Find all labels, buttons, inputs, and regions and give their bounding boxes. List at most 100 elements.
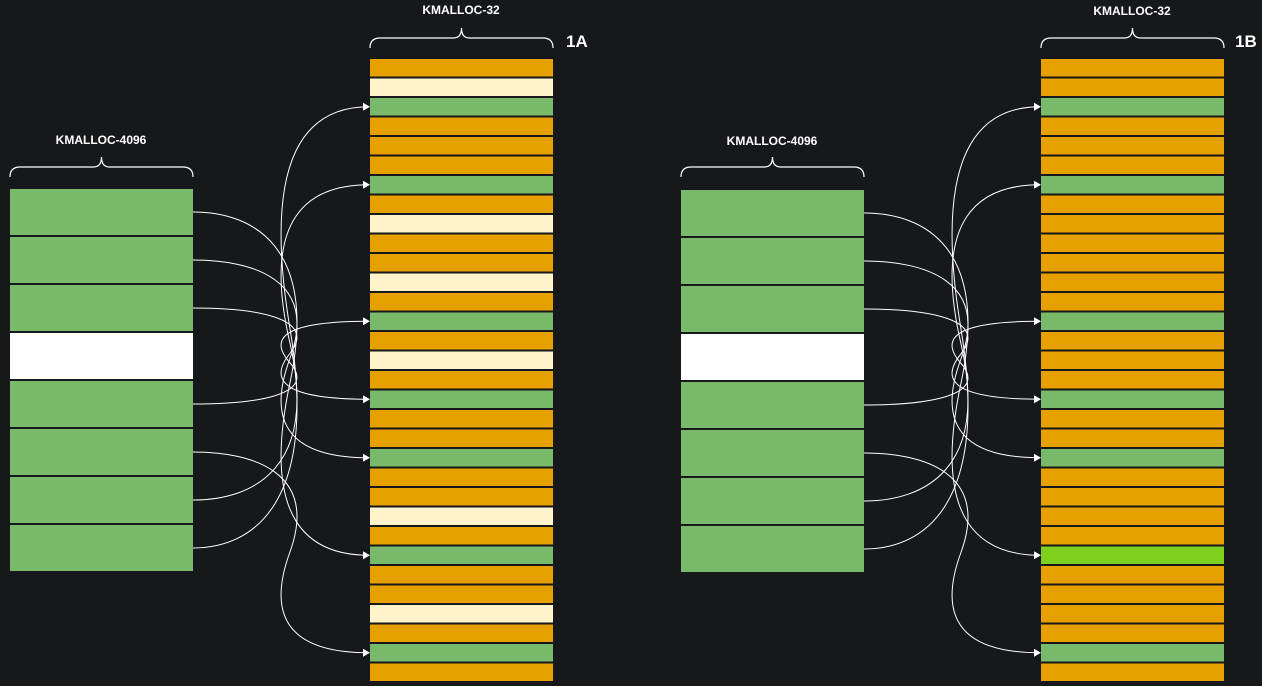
kmalloc-4096-slot: [681, 526, 864, 572]
kmalloc-32-slot: [370, 644, 553, 662]
kmalloc-32-slot: [1041, 254, 1224, 272]
kmalloc-32-slot: [1041, 312, 1224, 330]
kmalloc-32-slab: [1041, 59, 1224, 681]
kmalloc-32-slot: [1041, 176, 1224, 194]
pointer-arrow: [192, 451, 370, 657]
kmalloc-32-slot: [370, 527, 553, 545]
pointer-arrow: [192, 307, 370, 404]
kmalloc-32-brace: [1040, 27, 1225, 49]
kmalloc-32-slot: [1041, 98, 1224, 116]
kmalloc-32-slot: [1041, 59, 1224, 77]
kmalloc-32-slot: [370, 117, 553, 135]
kmalloc-32-slot: [1041, 273, 1224, 291]
kmalloc-32-slot: [1041, 624, 1224, 642]
kmalloc-32-slot: [370, 156, 553, 174]
kmalloc-4096-slot: [681, 190, 864, 236]
kmalloc-32-slot: [370, 449, 553, 467]
pointer-arrow: [192, 259, 370, 462]
kmalloc-32-slot: [1041, 293, 1224, 311]
kmalloc-32-slot: [1041, 429, 1224, 447]
kmalloc-32-slot: [1041, 195, 1224, 213]
kmalloc-32-slot: [370, 605, 553, 623]
kmalloc-32-label: KMALLOC-32: [1093, 4, 1171, 18]
pointer-arrow: [863, 212, 1041, 560]
kmalloc-32-slot: [1041, 371, 1224, 389]
pointer-arrow: [192, 180, 370, 501]
kmalloc-32-slot: [1041, 351, 1224, 369]
pointer-arrow: [192, 317, 370, 405]
kmalloc-32-slot: [370, 273, 553, 291]
kmalloc-32-slot: [370, 59, 553, 77]
kmalloc-4096-slot: [681, 238, 864, 284]
kmalloc-32-slot: [1041, 410, 1224, 428]
kmalloc-32-slot: [370, 351, 553, 369]
kmalloc-32-slot: [1041, 332, 1224, 350]
kmalloc-32-slot: [370, 410, 553, 428]
kmalloc-32-slot-highlighted: [1041, 546, 1224, 564]
panel-label: 1B: [1235, 32, 1257, 51]
kmalloc-32-slot: [1041, 234, 1224, 252]
kmalloc-4096-slot: [10, 285, 193, 331]
kmalloc-4096-slot: [10, 237, 193, 283]
kmalloc-4096-slot: [10, 429, 193, 475]
pointer-arrow: [863, 180, 1041, 502]
kmalloc-32-slot: [370, 371, 553, 389]
kmalloc-32-slot: [370, 546, 553, 564]
kmalloc-32-slab: [370, 59, 553, 681]
kmalloc-4096-slot: [10, 477, 193, 523]
kmalloc-32-slot: [1041, 78, 1224, 96]
kmalloc-32-slot: [370, 468, 553, 486]
kmalloc-32-slot: [1041, 488, 1224, 506]
panel-label: 1A: [566, 32, 588, 51]
kmalloc-4096-label: KMALLOC-4096: [56, 133, 147, 147]
kmalloc-4096-slot: [681, 286, 864, 332]
pointer-arrow: [863, 452, 1041, 657]
kmalloc-32-slot: [1041, 137, 1224, 155]
pointer-arrow: [863, 308, 1041, 404]
kmalloc-32-slot: [370, 195, 553, 213]
kmalloc-4096-brace: [9, 156, 194, 178]
kmalloc-32-slot: [1041, 605, 1224, 623]
kmalloc-32-slot: [370, 488, 553, 506]
kmalloc-32-slot: [370, 585, 553, 603]
kmalloc-4096-brace: [680, 156, 865, 178]
kmalloc-32-slot: [1041, 585, 1224, 603]
kmalloc-32-slot: [370, 176, 553, 194]
pointer-arrow: [863, 102, 1041, 550]
kmalloc-32-slot: [370, 234, 553, 252]
kmalloc-4096-slot: [10, 189, 193, 235]
kmalloc-32-slot: [1041, 117, 1224, 135]
kmalloc-4096-slot: [10, 333, 193, 379]
kmalloc-32-slot: [370, 566, 553, 584]
kmalloc-32-slot: [1041, 507, 1224, 525]
pointer-arrow: [863, 260, 1041, 462]
kmalloc-4096-slot: [681, 334, 864, 380]
kmalloc-32-slot: [370, 137, 553, 155]
pointer-links: [192, 102, 370, 657]
kmalloc-32-slot: [1041, 449, 1224, 467]
kmalloc-32-slot: [1041, 215, 1224, 233]
pointer-links: [863, 102, 1041, 657]
pointer-arrow: [192, 211, 370, 560]
pointer-arrow: [192, 102, 370, 549]
kmalloc-32-slot: [370, 254, 553, 272]
kmalloc-32-slot: [1041, 644, 1224, 662]
kmalloc-32-slot: [370, 215, 553, 233]
kmalloc-4096-slot: [681, 382, 864, 428]
kmalloc-32-slot: [370, 507, 553, 525]
kmalloc-32-slot: [370, 332, 553, 350]
kmalloc-32-slot: [370, 390, 553, 408]
kmalloc-4096-slot: [681, 478, 864, 524]
kmalloc-32-slot: [1041, 468, 1224, 486]
kmalloc-32-slot: [370, 429, 553, 447]
kmalloc-32-brace: [369, 27, 554, 49]
kmalloc-32-slot: [1041, 566, 1224, 584]
kmalloc-32-slot: [1041, 390, 1224, 408]
kmalloc-4096-slab: [10, 189, 193, 571]
kmalloc-32-slot: [370, 624, 553, 642]
kmalloc-4096-slot: [10, 381, 193, 427]
